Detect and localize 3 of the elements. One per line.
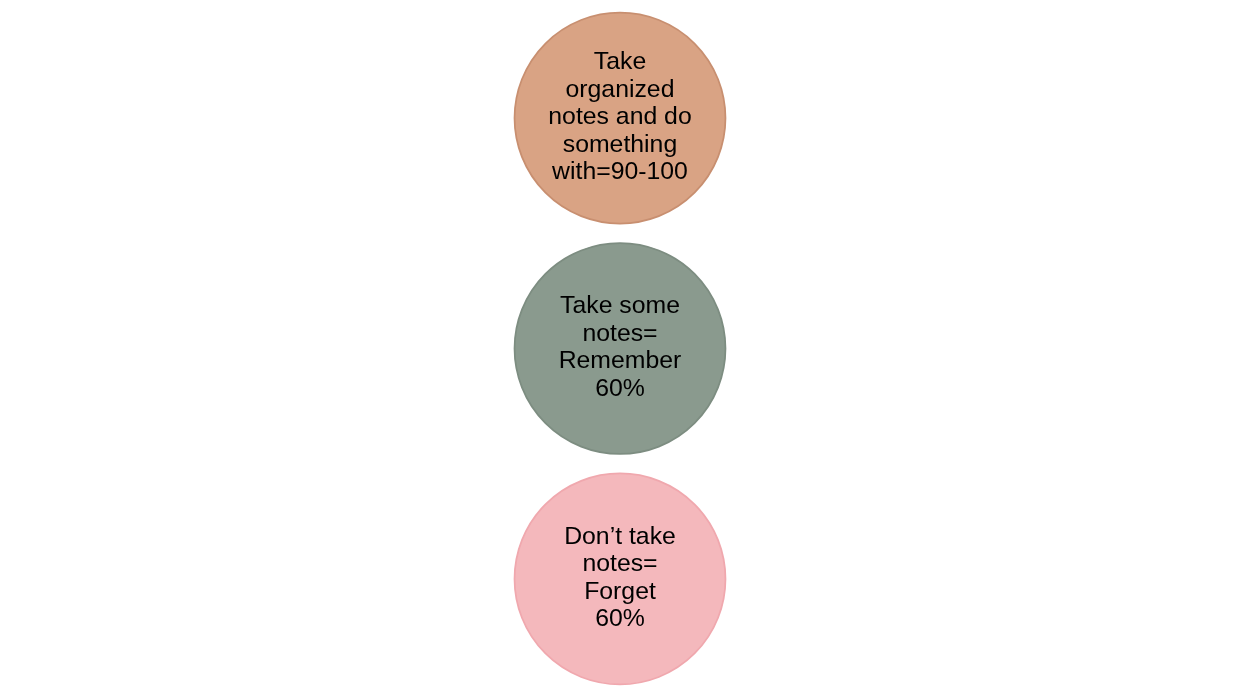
- node-circle: Don’t take notes= Forget 60%: [513, 472, 727, 686]
- node-circle: Take organized notes and do something with=90-100: [513, 11, 727, 225]
- node-circle: Take some notes= Remember 60%: [513, 242, 727, 455]
